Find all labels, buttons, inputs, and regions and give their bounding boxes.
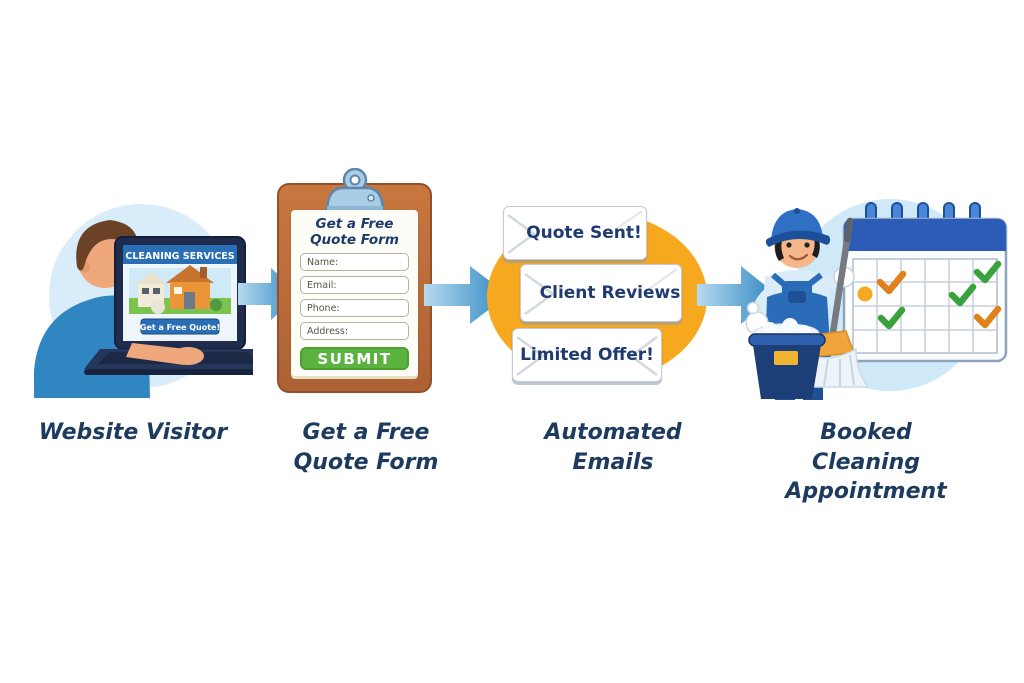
orange-check-icon — [876, 270, 907, 295]
form-field-address[interactable]: Address: — [300, 322, 409, 341]
green-check-icon — [973, 260, 1002, 284]
field-label-address: Address: — [307, 325, 349, 337]
site-banner-text: CLEANING SERVICES — [125, 251, 234, 262]
email-card-quote-sent: Quote Sent! — [503, 206, 647, 260]
hand — [172, 347, 204, 365]
envelope-flap-icon — [516, 335, 658, 377]
houses-photo — [129, 265, 231, 314]
laptop: CLEANING SERVICES Get — [84, 236, 272, 375]
green-check-icon — [877, 306, 906, 330]
site-cta-button — [140, 318, 220, 335]
form-field-phone[interactable]: Phone: — [300, 299, 409, 318]
email-card-client-reviews: Client Reviews — [520, 264, 682, 322]
field-label-name: Name: — [307, 256, 339, 268]
field-label-email: Email: — [307, 279, 337, 291]
step-website-visitor: CLEANING SERVICES Get — [28, 203, 272, 398]
step-automated-emails: Quote Sent! Client Reviews Limited Offer… — [485, 200, 707, 390]
email-card-limited-offer: Limited Offer! — [512, 328, 662, 382]
site-cta-text: Get a Free Quote! — [140, 323, 220, 332]
caption-automated-emails: Automated Emails — [544, 420, 682, 475]
site-header-bar — [123, 245, 237, 264]
green-check-icon — [948, 283, 977, 307]
email-label: Quote Sent! — [526, 223, 642, 243]
email-label: Client Reviews — [539, 283, 681, 303]
form-title: Get a Free Quote Form — [310, 216, 399, 248]
form-field-email[interactable]: Email: — [300, 276, 409, 295]
caption-quote-form: Get a Free Quote Form — [293, 420, 439, 475]
clipboard-clip — [325, 168, 384, 214]
booked-appointment-illustration — [745, 199, 1008, 400]
step-quote-form: Get a Free Quote Form Name: Email: Phone… — [277, 168, 432, 393]
calendar-grid — [852, 258, 998, 354]
flow-arrow-2 — [424, 266, 508, 324]
caption-website-visitor: Website Visitor — [38, 420, 228, 445]
clipboard-paper: Get a Free Quote Form Name: Email: Phone… — [291, 210, 418, 376]
orange-check-icon — [973, 305, 1002, 329]
bucket — [748, 318, 826, 399]
website-visitor-illustration: CLEANING SERVICES Get — [34, 204, 272, 398]
email-label: Limited Offer! — [520, 345, 654, 365]
envelope-flap-icon — [524, 268, 678, 316]
envelope-flap-icon — [507, 210, 643, 255]
orange-dot-icon — [857, 286, 873, 302]
caption-booked-appointment: Booked Cleaning Appointment — [785, 420, 947, 505]
calendar — [842, 202, 1008, 363]
hair — [76, 220, 138, 271]
cap — [765, 208, 831, 247]
calendar-header — [844, 219, 1006, 251]
step-booked-appointment — [740, 193, 1015, 400]
field-label-phone: Phone: — [307, 302, 340, 314]
form-field-name[interactable]: Name: — [300, 253, 409, 272]
submit-button[interactable]: SUBMIT — [300, 347, 409, 371]
forearm — [126, 343, 186, 365]
